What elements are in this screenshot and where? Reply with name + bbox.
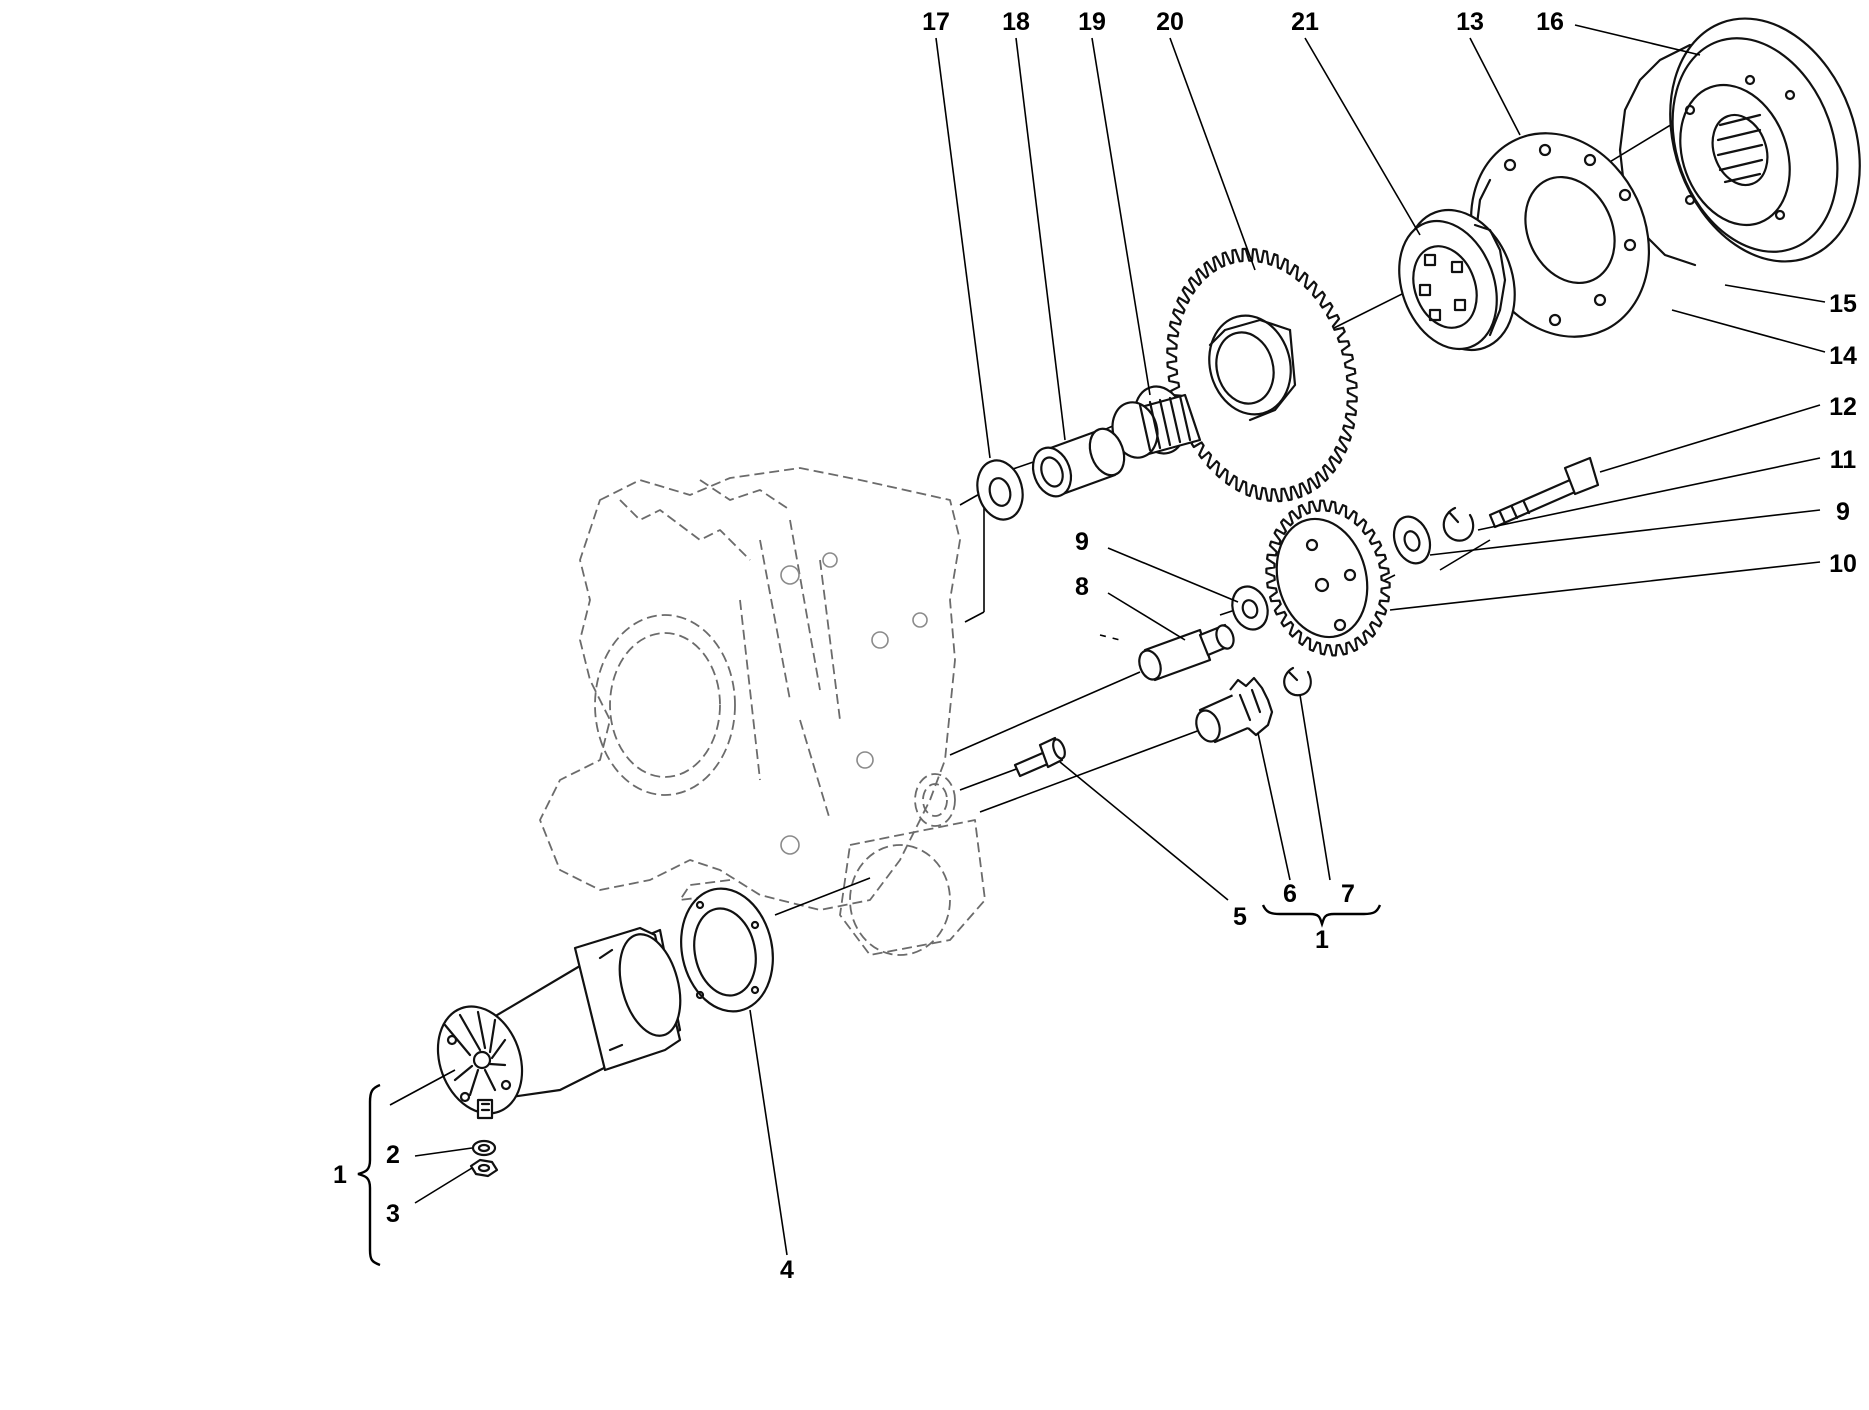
crankcase-housing	[539, 467, 986, 956]
gasket-4	[680, 887, 774, 1013]
callout-17: 17	[922, 8, 950, 36]
large-gear	[1166, 247, 1358, 503]
callout-1-motor: 1	[333, 1161, 347, 1189]
callout-4: 4	[780, 1256, 794, 1284]
callout-10: 10	[1829, 550, 1857, 578]
callout-21: 21	[1291, 8, 1319, 36]
callout-8: 8	[1075, 573, 1089, 601]
bushing	[1031, 427, 1126, 498]
callout-3: 3	[386, 1200, 400, 1228]
shaft-8	[1138, 623, 1235, 682]
needle-bearing	[1111, 385, 1202, 459]
bolt-5	[1013, 736, 1066, 778]
callout-9-left: 9	[1075, 528, 1089, 556]
circlip-11	[1442, 506, 1475, 542]
freewheel-clutch	[1398, 208, 1516, 352]
callout-20: 20	[1156, 8, 1184, 36]
brace-motor-1-2-3	[357, 1083, 381, 1267]
leader-lines	[389, 24, 1826, 1256]
intermediate-gear	[1265, 499, 1391, 657]
terminal-washer-2	[471, 1139, 497, 1157]
callout-16: 16	[1536, 8, 1564, 36]
washer-9-left	[1231, 585, 1269, 631]
brace-kit-6-7	[1261, 904, 1382, 928]
callout-6: 6	[1283, 880, 1297, 908]
starter-motor	[436, 926, 682, 1120]
callout-18: 18	[1002, 8, 1030, 36]
flywheel	[1618, 17, 1861, 267]
callouts: 17 18 19 20 21 13 16 15 14 12 11 9 10 9 …	[333, 8, 1857, 1284]
washer-17	[976, 459, 1024, 521]
callout-9-right: 9	[1836, 498, 1850, 526]
bolt-12	[1488, 456, 1600, 529]
callout-12: 12	[1829, 393, 1857, 421]
callout-13: 13	[1456, 8, 1484, 36]
pinion-6	[1195, 676, 1274, 744]
callout-1-kit: 1	[1315, 926, 1329, 954]
terminal-nut-3	[469, 1158, 499, 1178]
callout-11: 11	[1830, 446, 1857, 474]
circlip-7	[1283, 666, 1312, 697]
callout-15: 15	[1829, 290, 1857, 318]
callout-14: 14	[1829, 342, 1857, 370]
callout-2: 2	[386, 1141, 400, 1169]
callout-19: 19	[1078, 8, 1106, 36]
callout-5: 5	[1233, 903, 1247, 931]
callout-7: 7	[1341, 880, 1355, 908]
washer-9-right	[1392, 515, 1432, 565]
